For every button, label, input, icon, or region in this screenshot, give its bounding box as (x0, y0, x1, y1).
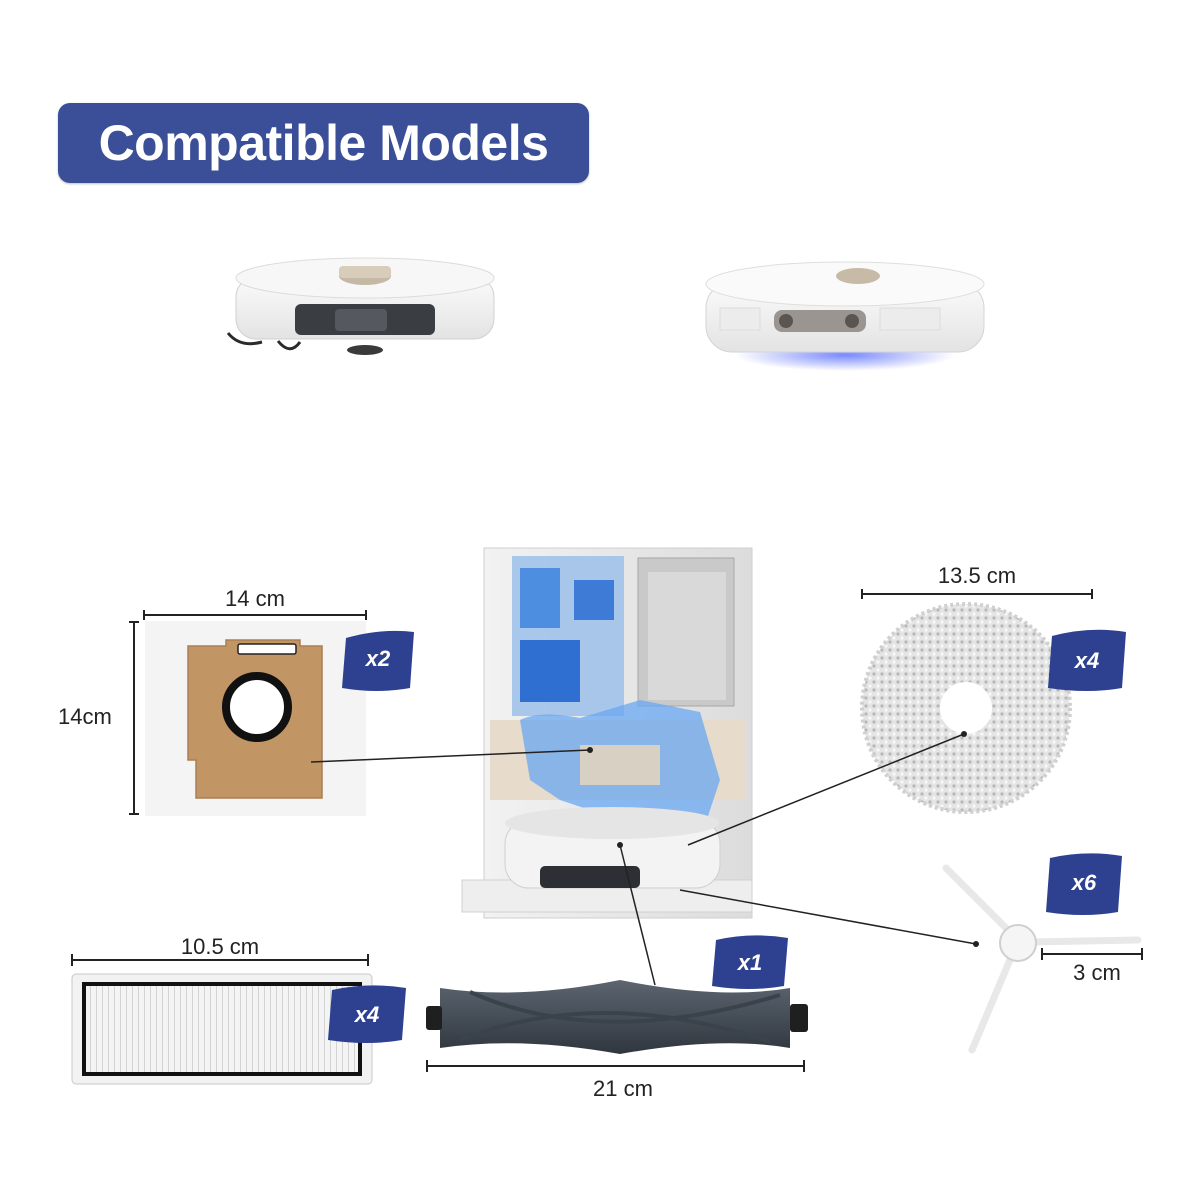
dust-bag (129, 610, 367, 816)
dimension-roller-width: 21 cm (593, 1076, 653, 1101)
dimension-bag-width: 14 cm (225, 586, 285, 611)
title-banner: Compatible Models (58, 103, 589, 183)
mop-pad (860, 589, 1093, 814)
quantity-badge-mop: x4 (1074, 648, 1100, 673)
callout-lines (310, 731, 979, 986)
docking-station (461, 547, 753, 919)
quantity-badge-side-brush: x6 (1071, 870, 1097, 895)
quantity-badge-filter: x4 (354, 1002, 380, 1027)
dimension-mop-width: 13.5 cm (937, 563, 1017, 588)
dimension-bag-height: 14cm (58, 704, 112, 729)
main-roller-brush (426, 980, 808, 1072)
dimension-filter-width: 10.5 cm (180, 934, 260, 959)
quantity-badge-bag: x2 (365, 646, 391, 671)
hepa-filter (71, 954, 373, 1085)
dimension-side-brush-width: 3 cm (1073, 960, 1121, 985)
side-brush (942, 864, 1143, 1054)
badge-shapes (328, 629, 1126, 1043)
quantity-badge-roller: x1 (737, 950, 763, 975)
page-title: Compatible Models (98, 115, 549, 171)
robot-vacuum-model-1 (226, 257, 495, 355)
robot-vacuum-model-2 (705, 261, 985, 371)
